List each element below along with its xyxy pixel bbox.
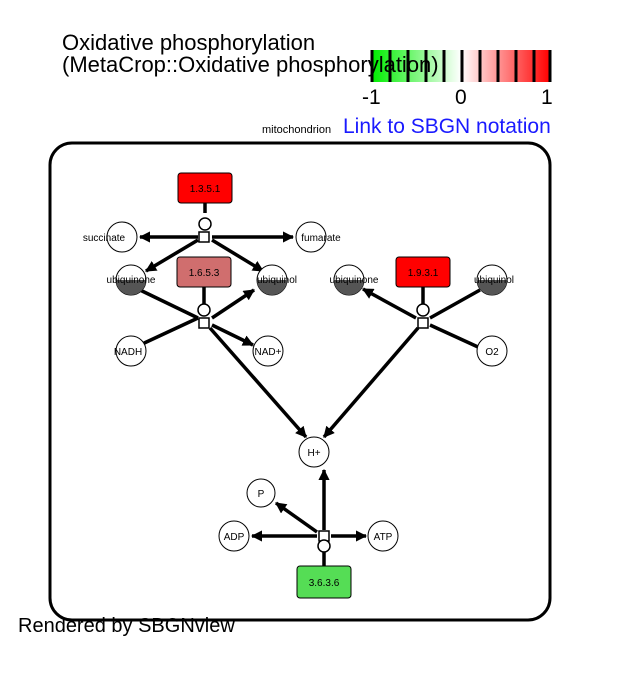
enzyme-label: 1.6.5.3 (189, 268, 220, 279)
process-nodes (197, 217, 430, 553)
metabolite-ubiquinol-1[interactable]: ubiquinol (256, 264, 297, 296)
metabolite-label: NAD+ (255, 347, 282, 358)
metabolite-ubiquinol-2[interactable]: ubiquinol (474, 264, 514, 296)
metabolite-h-plus[interactable]: H+ (298, 436, 330, 468)
sbgn-notation-link[interactable]: Link to SBGN notation (343, 115, 551, 138)
metabolite-label: fumarate (301, 233, 341, 244)
metabolite-ubiquinone-2[interactable]: ubiquinone (330, 264, 379, 296)
catalysis-circle (197, 303, 211, 317)
legend-max-label: 1 (541, 86, 553, 109)
metabolite-label: ADP (224, 532, 245, 543)
metabolite-adp[interactable]: ADP (218, 520, 250, 552)
metabolite-fumarate[interactable]: fumarate (295, 221, 341, 253)
reaction-arcs (138, 203, 481, 566)
metabolite-label: ubiquinone (107, 275, 156, 286)
diagram-title: Oxidative phosphorylation (62, 30, 316, 55)
enzyme-label: 3.6.3.6 (309, 578, 340, 589)
enzyme-box (296, 565, 352, 599)
catalysis-circle (198, 217, 212, 231)
metabolite-succinate[interactable]: succinate (83, 221, 138, 253)
catalysis-circle (416, 303, 430, 317)
enzyme-box (395, 256, 451, 288)
process-node (417, 317, 429, 329)
metabolite-atp[interactable]: ATP (367, 520, 399, 552)
color-legend (370, 50, 552, 82)
legend-min-label: -1 (362, 86, 381, 109)
metabolite-label: P (258, 489, 265, 500)
metabolite-ubiquinone-1[interactable]: ubiquinone (107, 264, 156, 296)
metabolite-label: ubiquinol (257, 275, 297, 286)
enzyme-box (177, 172, 233, 204)
legend-mid-label: 0 (455, 86, 467, 109)
enzyme-1-6-5-3[interactable]: 1.6.5.3 (176, 256, 232, 288)
metabolite-nad-plus[interactable]: NAD+ (252, 335, 284, 367)
enzyme-1-3-5-1[interactable]: 1.3.5.1 (177, 172, 233, 204)
metabolite-label: succinate (83, 233, 126, 244)
metabolite-nadh[interactable]: NADH (114, 335, 147, 367)
compartment-label: mitochondrion (262, 124, 332, 136)
metabolite-label: ubiquinol (474, 275, 514, 286)
enzyme-box (176, 256, 232, 288)
enzyme-label: 1.9.3.1 (408, 268, 439, 279)
enzyme-1-9-3-1[interactable]: 1.9.3.1 (395, 256, 451, 288)
enzyme-3-6-3-6[interactable]: 3.6.3.6 (296, 565, 352, 599)
rendered-by-footer: Rendered by SBGNview (18, 615, 235, 637)
metabolite-o2[interactable]: O2 (476, 335, 508, 367)
diagram-subtitle: (MetaCrop::Oxidative phosphorylation) (62, 52, 439, 77)
mitochondrion-compartment (48, 141, 552, 622)
metabolite-label: ATP (374, 532, 393, 543)
metabolite-label: H+ (307, 448, 320, 459)
enzyme-label: 1.3.5.1 (190, 184, 221, 195)
metabolite-label: ubiquinone (330, 275, 379, 286)
metabolite-label: O2 (485, 347, 499, 358)
metabolite-p[interactable]: P (246, 478, 276, 508)
process-node (198, 317, 210, 329)
metabolite-label: NADH (114, 347, 142, 358)
process-node (198, 231, 210, 243)
catalysis-circle (317, 539, 331, 553)
